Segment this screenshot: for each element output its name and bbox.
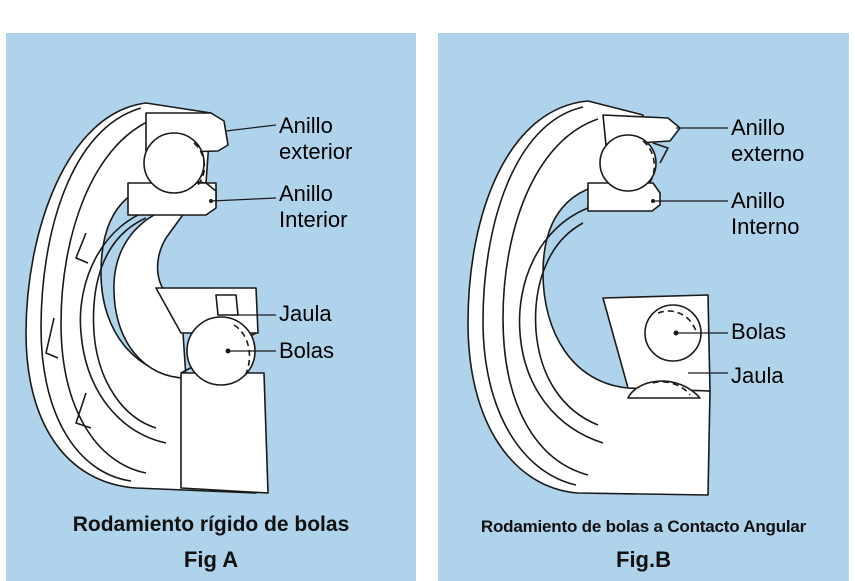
top-ball xyxy=(143,132,205,194)
label-line: Anillo xyxy=(279,181,333,206)
label-line: Anillo xyxy=(731,115,785,140)
label-balls-b: Bolas xyxy=(731,319,787,344)
label-line: Anillo xyxy=(279,113,333,138)
figure-a-panel: Anillo exterior Anillo Interior Jaula Bo… xyxy=(6,33,416,581)
inner-ring-section xyxy=(127,182,217,216)
caption-b: Rodamiento de bolas a Contacto Angular xyxy=(480,517,807,536)
label-line: Interno xyxy=(731,214,800,239)
label-inner-ring-b: Anillo Interno xyxy=(731,188,800,240)
label-line: Interior xyxy=(279,207,348,232)
caption-a: Rodamiento rígido de bolas xyxy=(72,513,350,536)
inner-ring-section xyxy=(587,182,661,212)
label-outer-ring-b: Anillo externo xyxy=(731,115,804,167)
label-cage-b: Jaula xyxy=(731,363,784,388)
deep-groove-bearing-drawing xyxy=(25,102,277,494)
angular-contact-bearing-drawing xyxy=(467,100,728,496)
figure-b-panel: Anillo externo Anillo Interno Bolas Jaul… xyxy=(438,33,849,581)
label-line: Anillo xyxy=(731,188,785,213)
label-line: exterior xyxy=(279,139,353,164)
label-balls-a: Bolas xyxy=(279,338,335,363)
top-ball xyxy=(599,134,657,192)
fig-label-b: Fig.B xyxy=(616,547,671,572)
fig-label-a: Fig A xyxy=(183,547,239,572)
label-cage-a: Jaula xyxy=(279,301,332,326)
label-outer-ring-a: Anillo exterior xyxy=(279,113,352,165)
label-inner-ring-a: Anillo Interior xyxy=(279,181,347,233)
label-line: externo xyxy=(731,141,805,166)
